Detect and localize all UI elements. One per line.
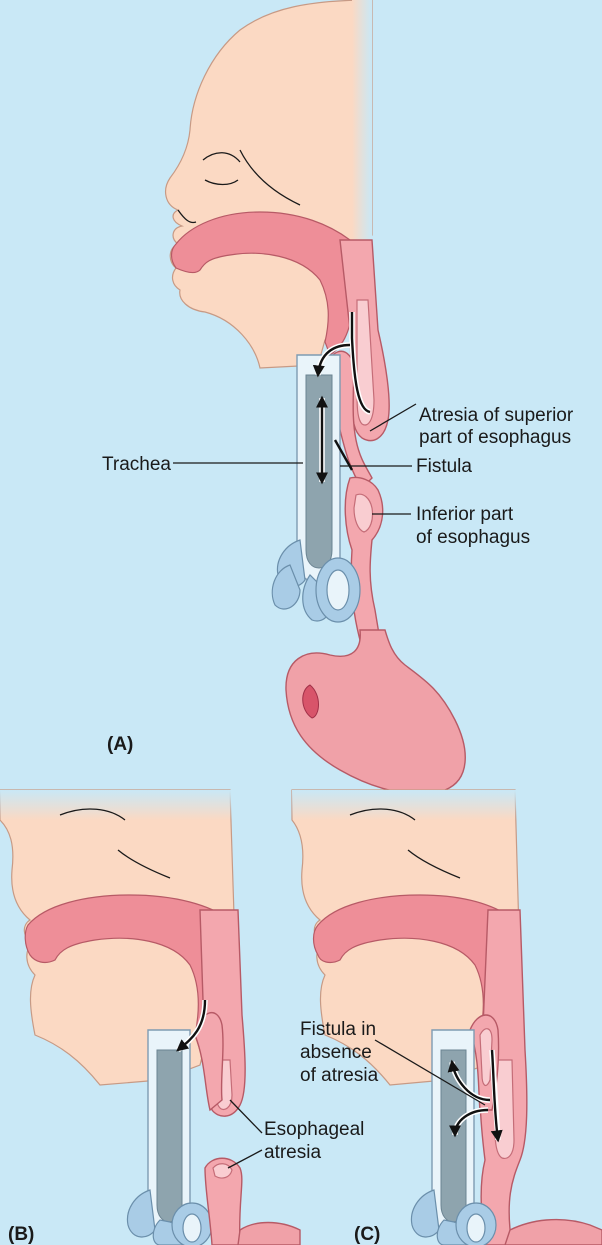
- label-esophageal-atresia-line2: atresia: [264, 1142, 321, 1163]
- label-atresia-superior-line1: Atresia of superior: [419, 405, 574, 426]
- label-trachea: Trachea: [102, 454, 171, 475]
- stomach-b: [238, 1223, 300, 1245]
- panel-c: Fistula in absence of atresia (C): [292, 790, 602, 1245]
- panel-label-a: (A): [107, 734, 133, 755]
- label-inferior-line2: of esophagus: [416, 527, 530, 548]
- head-fade-a: [352, 0, 372, 240]
- label-fistula-absence-line3: of atresia: [300, 1065, 379, 1086]
- label-esophageal-atresia-line1: Esophageal: [264, 1119, 364, 1140]
- trachea-lumen-a: [306, 375, 332, 568]
- label-fistula-absence-line1: Fistula in: [300, 1019, 376, 1040]
- label-atresia-superior-line2: part of esophagus: [419, 427, 571, 448]
- head-fade-b: [0, 790, 240, 820]
- leader-atresia-upper: [230, 1100, 262, 1133]
- label-fistula-absence-line2: absence: [300, 1042, 372, 1063]
- esophagus-inferior-inner-b: [213, 1164, 232, 1178]
- leader-atresia-lower: [228, 1150, 262, 1168]
- trachea-lumen-b: [157, 1050, 182, 1222]
- panel-label-c: (C): [354, 1224, 380, 1245]
- label-inferior-line1: Inferior part: [416, 504, 514, 525]
- panel-a: Trachea Atresia of superior part of esop…: [102, 0, 574, 794]
- label-fistula: Fistula: [416, 456, 472, 477]
- stomach-c: [505, 1220, 602, 1245]
- panel-label-b: (B): [8, 1224, 34, 1245]
